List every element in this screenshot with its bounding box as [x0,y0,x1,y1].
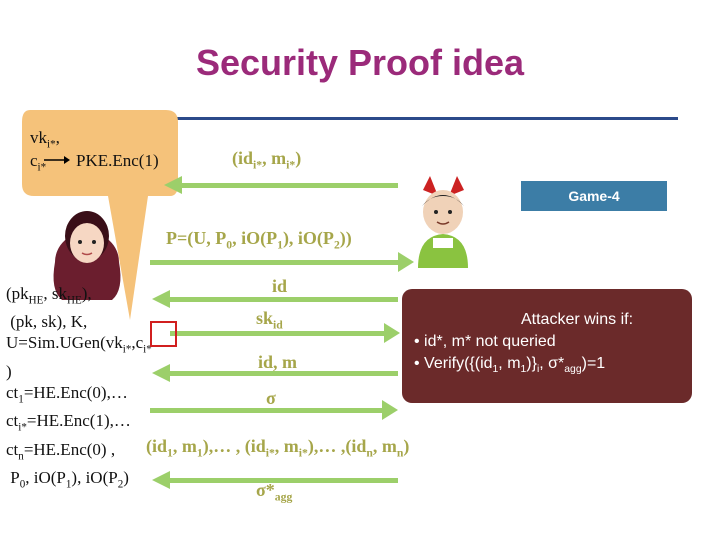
arrow-sigma [150,400,398,420]
game-badge: Game-4 [521,181,667,211]
attacker-condition-1: • id*, m* not queried [414,333,556,350]
arrow-params [150,252,414,272]
title-underline [150,117,678,120]
setup-line: U=Sim.UGen(vki*,ci* [6,333,152,356]
msg-query-list: (id1, m1),… , (idi*, mi*),… ,(idn, mn) [146,436,410,460]
arrow-idm [152,364,398,382]
callout-pke-enc: PKE.Enc(1) [76,151,159,170]
msg-id: id [272,276,288,296]
attacker-wins-box: Attacker wins if: • id*, m* not queried … [402,289,692,403]
msg-sk: skid [256,308,283,332]
attacker-heading: Attacker wins if: [520,311,634,328]
setup-line: cti*=HE.Enc(1),… [6,411,131,434]
setup-line: ) [6,361,12,381]
callout-bubble [22,110,178,320]
setup-line: P0, iO(P1), iO(P2) [6,467,129,491]
msg-sigma-agg: σ*agg [256,480,293,504]
callout-c: ci* [30,151,47,174]
arrow-list [152,471,398,489]
callout-vk: vki*, [30,128,60,151]
msg-id-m-star: (idi*, mi*) [232,148,302,172]
setup-line: (pk, sk), K, [6,312,88,332]
msg-id-m: id, m [258,352,298,372]
highlight-box [150,321,177,347]
attacker-condition-2: • Verify({(id1, m1)}i, σ*agg)=1 [414,355,606,376]
msg-params: P=(U, P0, iO(P1), iO(P2)) [166,228,352,252]
arrow-sk [170,323,400,343]
challenger-setup-list: (pkHE, skHE), (pk, sk), K, U=Sim.UGen(vk… [6,283,152,495]
setup-line: ct1=HE.Enc(0),… [6,382,128,406]
attacker-avatar [418,176,468,268]
arrow-id [152,290,398,308]
arrow-idm-star [164,176,398,194]
slide-title: Security Proof idea [195,42,525,83]
msg-sigma: σ [266,388,276,408]
setup-line: (pkHE, skHE), [6,284,92,307]
setup-line: ctn=HE.Enc(0) , [6,439,116,462]
challenger-avatar [53,211,121,300]
callout-arrow-head [64,156,70,164]
